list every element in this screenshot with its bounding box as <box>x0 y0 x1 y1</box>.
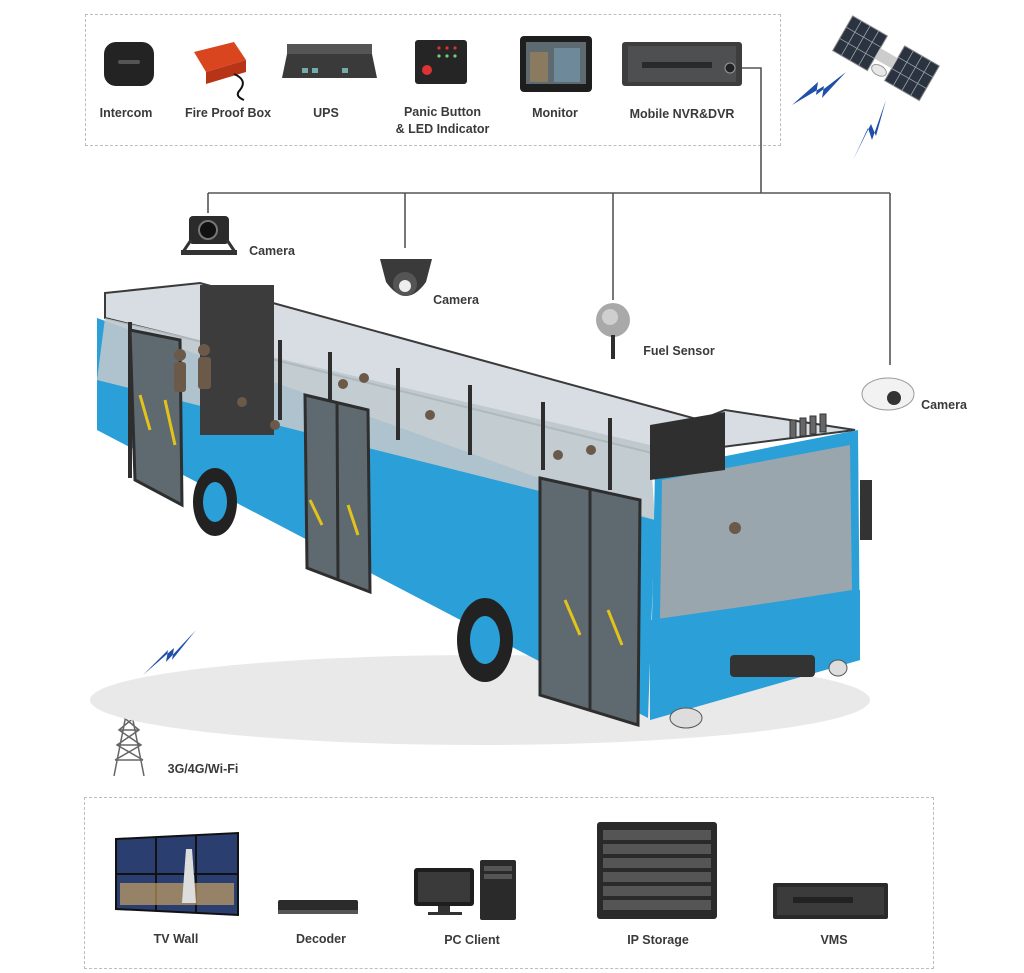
camera-icon-dome-interior <box>380 259 432 296</box>
camera-dome-interior-label: Camera <box>433 293 479 307</box>
mobile-nvr-dvr-icon <box>622 42 742 86</box>
mobile-nvr-dvr-label: Mobile NVR&DVR <box>629 107 735 121</box>
intercom-icon <box>104 42 154 86</box>
vms-label: VMS <box>820 933 848 947</box>
satellite-icon <box>832 15 940 102</box>
signal-bolt-satellite-2 <box>853 100 886 160</box>
panic-button-label-line1: Panic Button <box>403 105 482 119</box>
bus-wheels <box>193 468 513 682</box>
intercom-label: Intercom <box>99 106 153 120</box>
signal-bolt-satellite-1 <box>792 72 846 105</box>
fuel-sensor-label: Fuel Sensor <box>643 344 715 358</box>
network-label: 3G/4G/Wi-Fi <box>167 762 239 776</box>
fuel-sensor-icon <box>596 303 630 359</box>
pc-client-icon <box>414 860 516 920</box>
camera-icon-rear <box>181 216 237 255</box>
camera-front-label: Camera <box>921 398 967 412</box>
decoder-label: Decoder <box>295 932 347 946</box>
tv-wall-label: TV Wall <box>153 932 199 946</box>
fire-proof-box-icon <box>194 42 246 101</box>
ip-storage-icon <box>597 822 717 919</box>
panic-button-label: Panic Button & LED Indicator <box>385 104 500 138</box>
bus-illustration <box>90 281 872 745</box>
camera-icon-dome-front <box>861 377 915 411</box>
onboard-devices-frame <box>85 14 781 146</box>
monitor-icon <box>520 36 592 92</box>
connection-lines <box>207 67 891 365</box>
pc-client-label: PC Client <box>444 933 500 947</box>
monitor-label: Monitor <box>532 106 578 120</box>
panic-button-label-line2: & LED Indicator <box>395 122 490 136</box>
ups-label: UPS <box>313 106 339 120</box>
ups-icon <box>282 44 377 78</box>
tv-wall-icon <box>115 831 239 917</box>
center-devices-frame <box>84 797 934 969</box>
decoder-icon <box>278 900 358 914</box>
camera-rear-label: Camera <box>249 244 295 258</box>
signal-bolt-tower <box>143 630 196 675</box>
ip-storage-label: IP Storage <box>627 933 689 947</box>
fire-proof-box-label: Fire Proof Box <box>184 106 272 120</box>
panic-button-icon <box>415 40 467 84</box>
vms-icon <box>773 883 888 919</box>
